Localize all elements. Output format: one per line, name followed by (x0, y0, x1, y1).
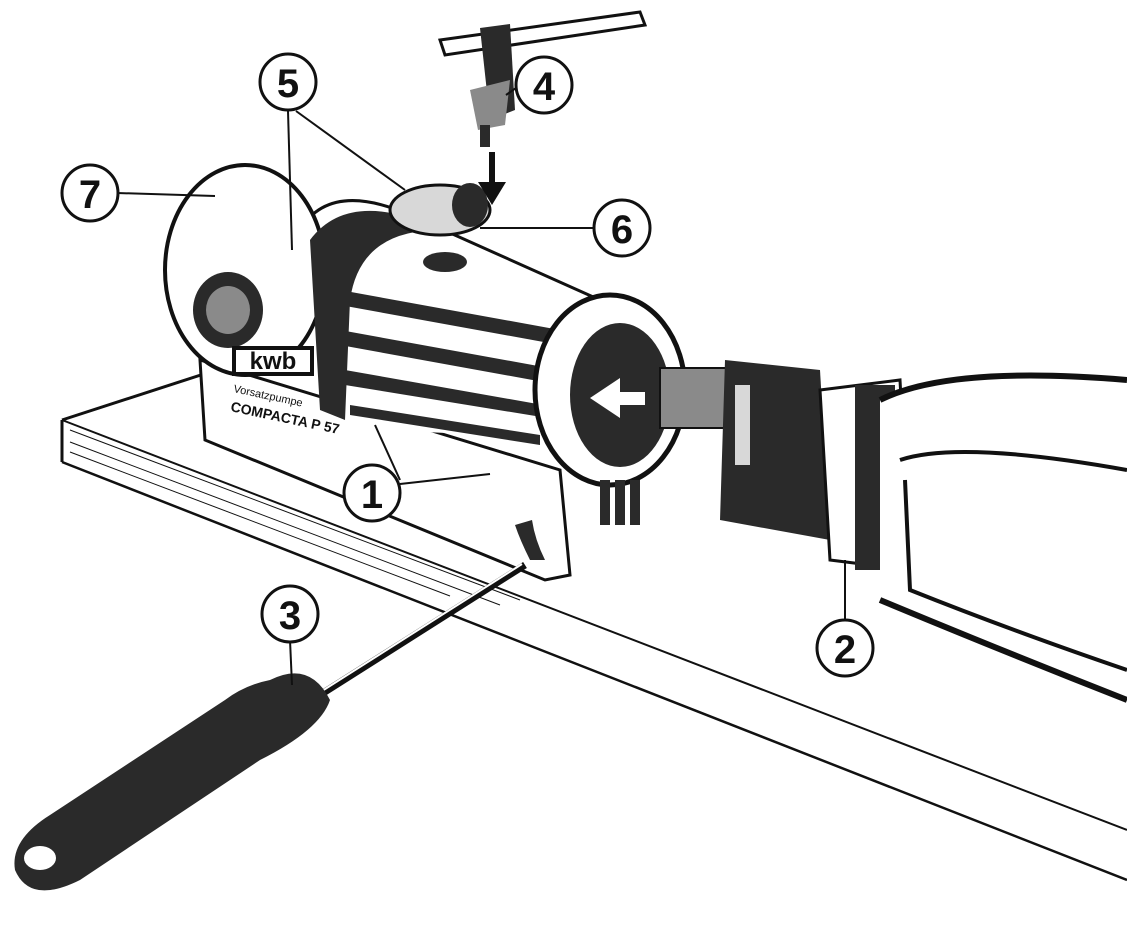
leader-lines (116, 87, 846, 686)
callout-5: 5 (258, 52, 318, 112)
callout-6: 6 (592, 198, 652, 258)
callout-6-label: 6 (611, 208, 633, 252)
insert-arrow (478, 152, 506, 205)
callout-7: 7 (60, 163, 120, 223)
brand-logo: kwb (250, 348, 297, 375)
callout-1: 1 (342, 463, 402, 523)
workbench-board (60, 370, 1127, 882)
callout-3: 3 (260, 584, 320, 644)
callout-3-label: 3 (279, 594, 301, 638)
callout-4-label: 4 (533, 65, 556, 109)
screwdriver (14, 562, 527, 891)
callout-4: 4 (514, 55, 574, 115)
chuck-key (438, 10, 648, 147)
callout-7-label: 7 (79, 173, 101, 217)
callout-2: 2 (815, 618, 875, 678)
callout-1-label: 1 (361, 473, 383, 517)
callout-2-label: 2 (834, 628, 856, 672)
drill-body (878, 372, 1127, 703)
callout-5-label: 5 (277, 62, 299, 106)
